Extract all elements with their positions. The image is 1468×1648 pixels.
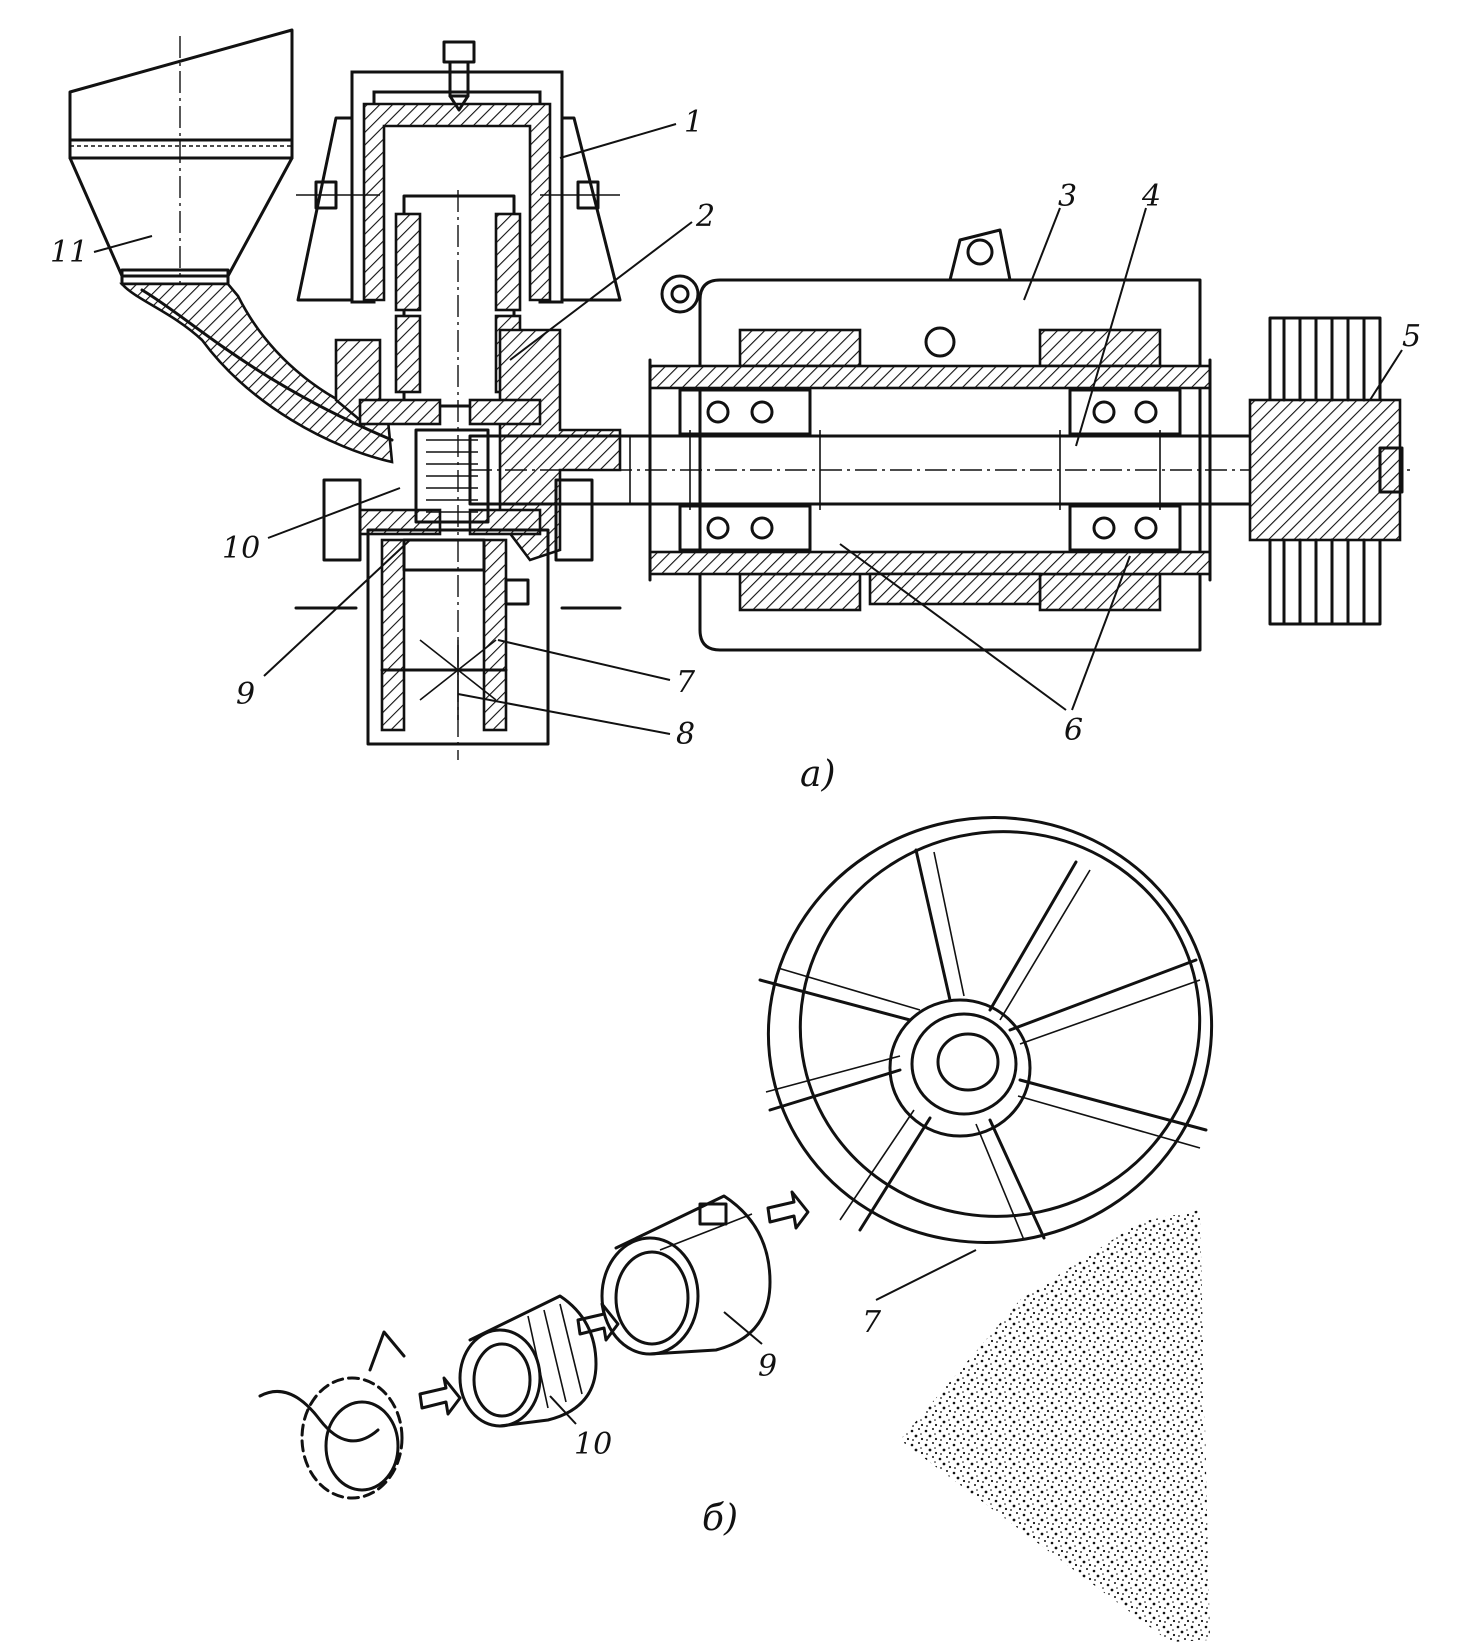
label-6: 6 <box>1064 713 1083 748</box>
leader-7b <box>875 1249 977 1301</box>
outlet-swirl <box>258 1330 406 1500</box>
outlet-tube <box>366 528 550 746</box>
label-4: 4 <box>1141 179 1161 214</box>
label-7b: 7 <box>862 1305 882 1340</box>
label-1: 1 <box>684 105 703 140</box>
label-5: 5 <box>1402 319 1421 354</box>
label-11: 11 <box>50 235 88 270</box>
label-7: 7 <box>676 665 696 700</box>
sectional-view: 1 2 3 4 5 6 7 8 9 10 11 а) <box>50 28 1421 795</box>
label-10b: 10 <box>574 1427 612 1462</box>
label-8: 8 <box>676 717 695 752</box>
flow-arrows <box>418 1190 810 1416</box>
label-3: 3 <box>1058 179 1077 214</box>
label-10: 10 <box>222 531 260 566</box>
leader-10b <box>549 1395 577 1425</box>
caption-b: б) <box>702 1498 738 1539</box>
particle-spray <box>900 1210 1210 1642</box>
leader-9b <box>723 1311 763 1345</box>
impeller-wheel <box>758 816 1214 1244</box>
label-9: 9 <box>236 677 255 712</box>
label-2: 2 <box>695 199 715 234</box>
feed-chute <box>119 282 394 464</box>
label-9b: 9 <box>758 1349 777 1384</box>
casing <box>600 1194 772 1356</box>
exploded-view: 7 9 10 б) <box>258 816 1214 1642</box>
hopper <box>68 28 294 290</box>
bearing-housing <box>648 228 1212 652</box>
cage-rotor-exploded <box>458 1294 598 1428</box>
upper-housing <box>296 40 622 304</box>
caption-a: а) <box>800 754 836 795</box>
cage-rotor <box>414 428 490 524</box>
pulley <box>1248 316 1404 626</box>
leader-lines <box>93 123 1403 735</box>
